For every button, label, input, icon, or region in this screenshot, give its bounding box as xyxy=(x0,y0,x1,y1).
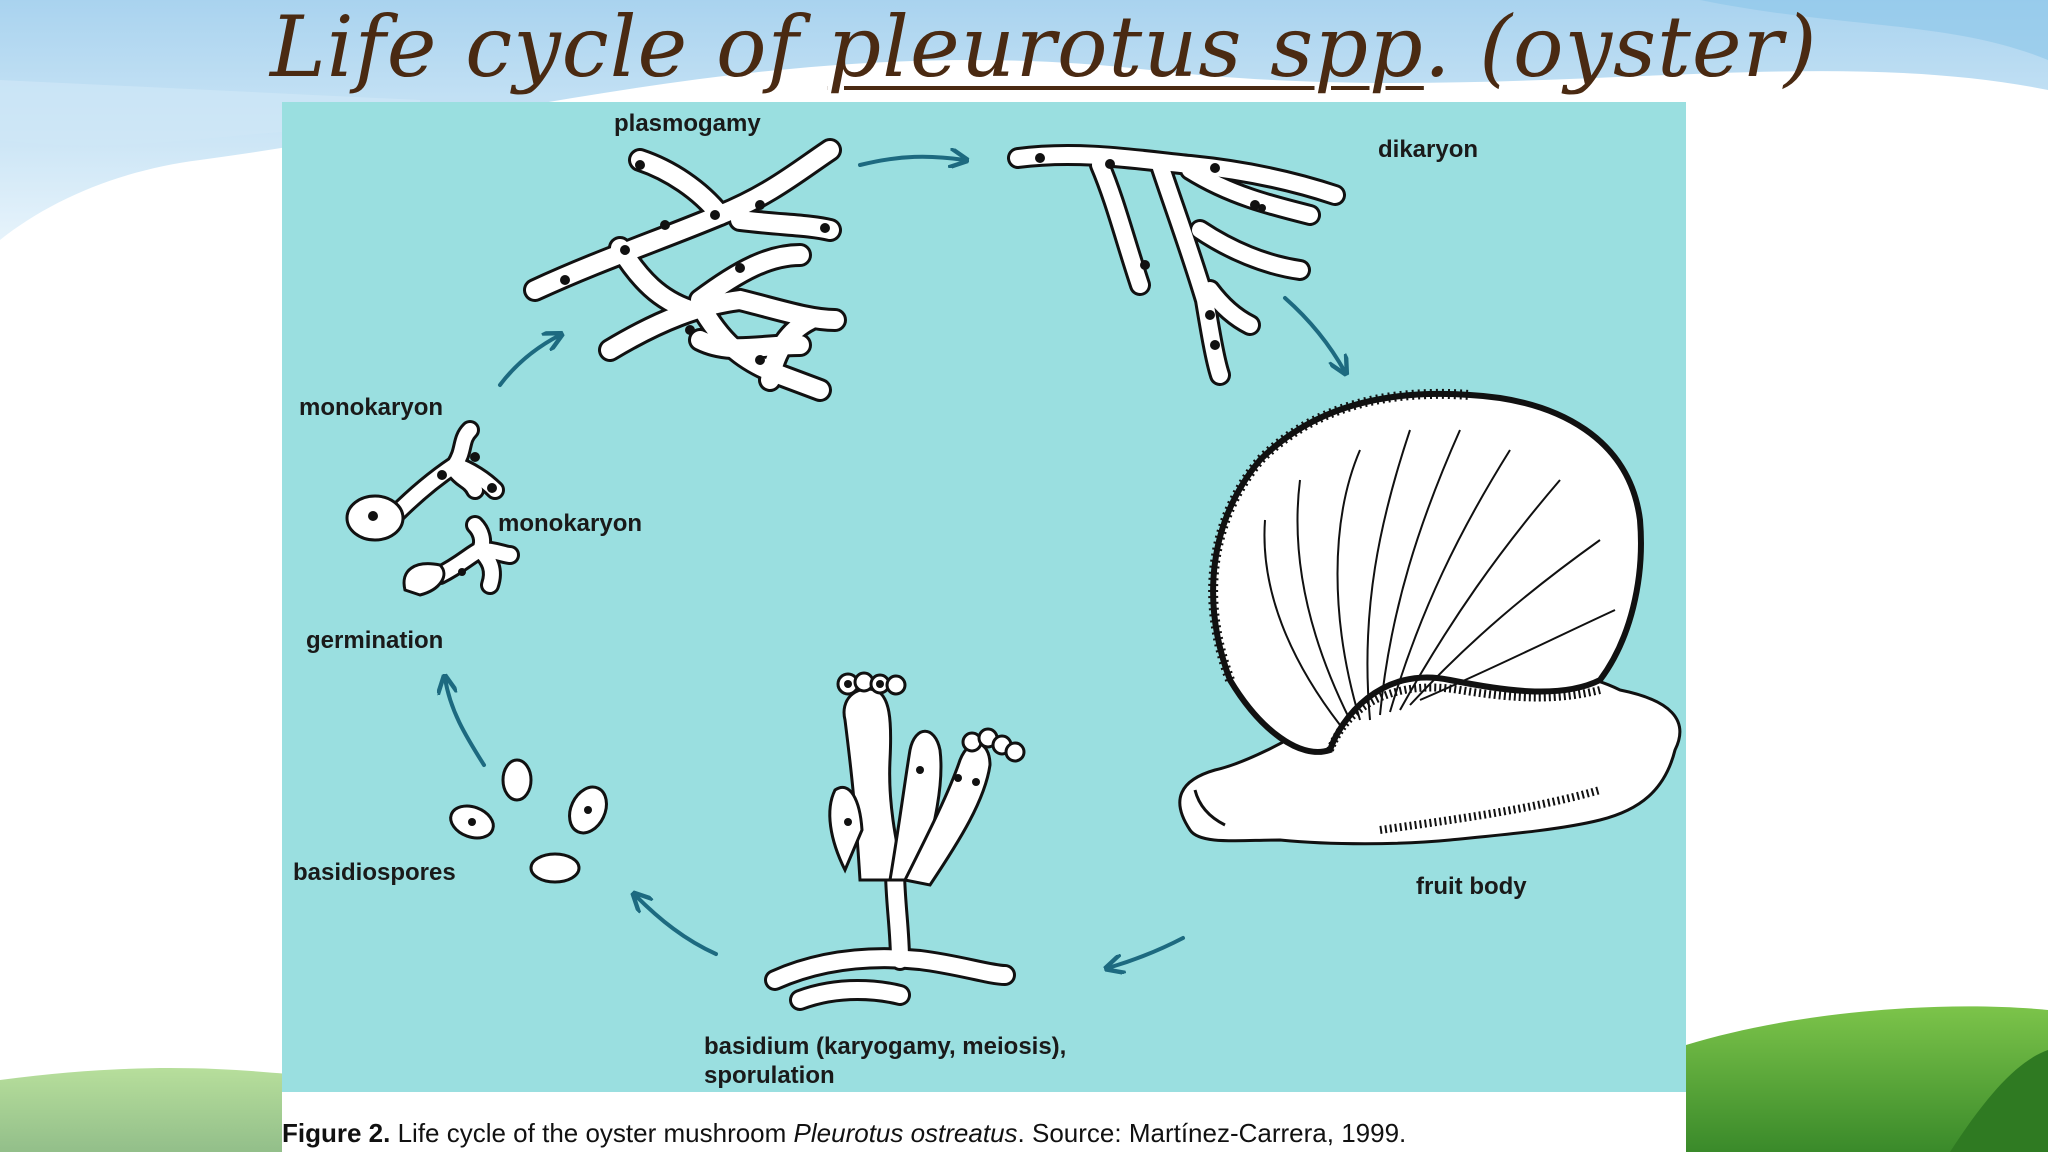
label-basidium: basidium (karyogamy, meiosis), sporulati… xyxy=(704,1032,1066,1090)
title-prefix: Life cycle of xyxy=(270,0,828,96)
slide-title: Life cycle of pleurotus spp. (oyster) xyxy=(270,0,1817,102)
caption-figure-label: Figure 2. xyxy=(282,1118,391,1148)
dikaryon-hyphae xyxy=(1007,144,1346,386)
arrow-plasmogamy-to-dikaryon xyxy=(858,157,965,165)
title-genus: pleurotus spp xyxy=(827,0,1424,96)
label-basidium-line2: sporulation xyxy=(704,1062,835,1089)
cycle-arrows xyxy=(445,157,1345,968)
caption-text-before: Life cycle of the oyster mushroom xyxy=(390,1118,794,1148)
basidium-structure xyxy=(764,671,1026,1011)
caption-species: Pleurotus ostreatus xyxy=(793,1118,1018,1148)
arrow-fruitbody-to-basidium xyxy=(1108,936,1185,968)
arrow-monokaryon-to-plasmogamy xyxy=(498,335,560,387)
label-germination: germination xyxy=(306,627,444,654)
monokaryon-germlings xyxy=(345,420,520,597)
label-fruit-body: fruit body xyxy=(1416,873,1527,900)
label-basidium-line1: basidium (karyogamy, meiosis), xyxy=(704,1033,1067,1060)
label-plasmogamy: plasmogamy xyxy=(614,110,761,137)
label-dikaryon: dikaryon xyxy=(1378,136,1479,163)
plasmogamy-hyphae xyxy=(523,138,847,402)
title-suffix: . (oyster) xyxy=(1423,0,1818,96)
label-monokaryon-upper: monokaryon xyxy=(299,394,444,421)
fruit-body-mushroom xyxy=(1178,388,1682,846)
label-basidiospores: basidiospores xyxy=(293,859,456,886)
label-monokaryon-lower: monokaryon xyxy=(498,510,643,537)
arrow-dikaryon-to-fruitbody xyxy=(1283,296,1345,372)
caption-text-after: . Source: Martínez-Carrera, 1999. xyxy=(1017,1118,1407,1148)
figure-caption: Figure 2. Life cycle of the oyster mushr… xyxy=(282,1116,1686,1150)
caption-strip xyxy=(282,1092,1686,1152)
arrow-spores-to-germination xyxy=(445,678,486,767)
arrow-basidium-to-spores xyxy=(635,895,718,956)
